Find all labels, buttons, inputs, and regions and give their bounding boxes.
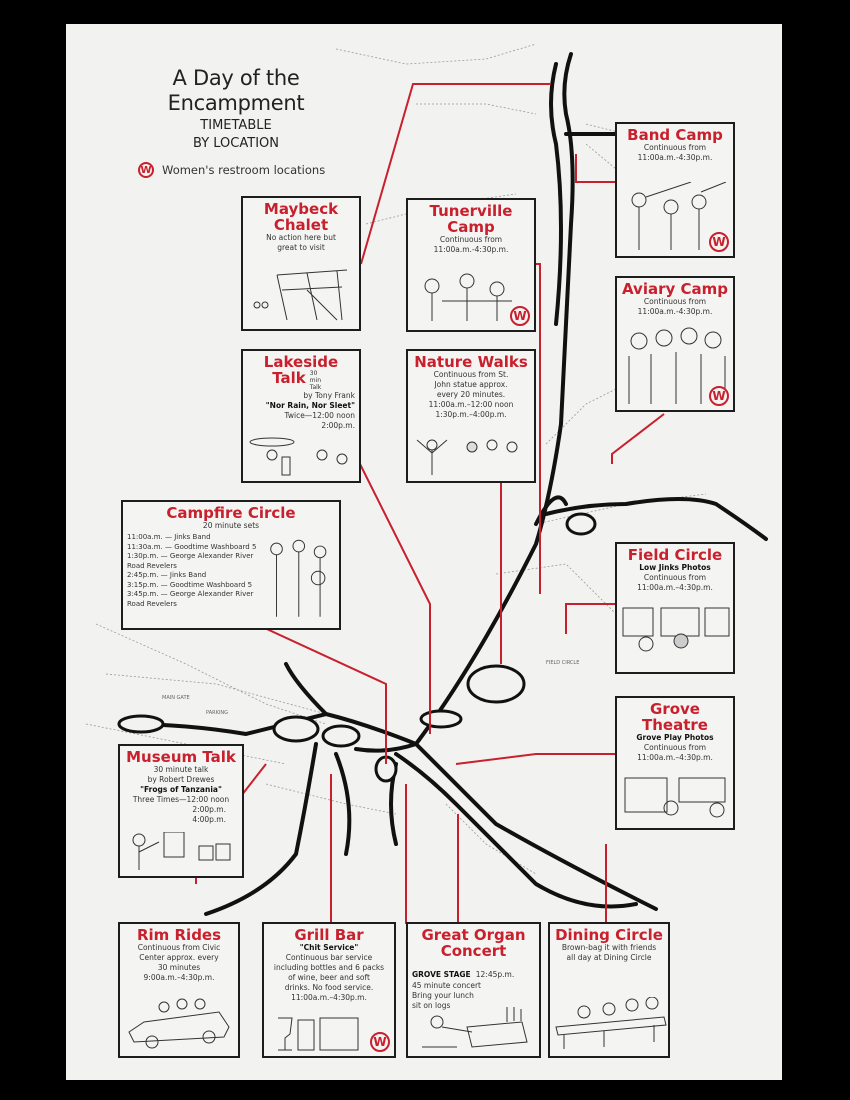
location-great-organ-concert[interactable]: Great Organ Concert GROVE STAGE 12:45p.m… (406, 922, 541, 1058)
location-title: Nature Walks (414, 353, 528, 371)
talk-length: 30 min Talk (309, 370, 322, 391)
location-nature-walks[interactable]: Nature Walks Continuous from St. John st… (406, 349, 536, 483)
title-line-1: A Day of the (172, 66, 300, 90)
svg-text:PARKING: PARKING (206, 710, 228, 716)
picnic-illustration-icon (555, 997, 667, 1049)
restroom-icon: W (709, 232, 729, 252)
location-title: Grove Theatre (642, 700, 708, 734)
speaker-illustration-icon (249, 437, 348, 476)
photo-viewers-illustration-icon (622, 607, 730, 652)
location-maybeck-chalet[interactable]: Maybeck Chalet No action here but great … (241, 196, 361, 331)
theatre-photos-illustration-icon (624, 777, 726, 818)
location-title: Band Camp (627, 126, 723, 144)
location-aviary-camp[interactable]: Aviary Camp Continuous from 11:00a.m.-4:… (615, 276, 735, 412)
location-title: Maybeck Chalet (263, 200, 339, 234)
restroom-icon: W (138, 162, 154, 178)
schedule-row: 3:45p.m. — George Alexander River Road R… (127, 590, 254, 608)
location-title: Tunerville Camp (429, 202, 513, 236)
location-title: Rim Rides (136, 926, 222, 944)
legend: W Women's restroom locations (138, 162, 325, 178)
location-tunerville-camp[interactable]: Tunerville Camp Continuous from 11:00a.m… (406, 198, 536, 332)
poster-title: A Day of the Encampment TIMETABLE BY LOC… (136, 66, 336, 152)
restroom-icon: W (370, 1032, 390, 1052)
schedule-row: 1:30p.m. — George Alexander River Road R… (127, 552, 254, 570)
hikers-illustration-icon (416, 439, 518, 475)
brass-band-illustration-icon (631, 182, 727, 250)
restroom-icon: W (709, 386, 729, 406)
location-dining-circle[interactable]: Dining Circle Brown-bag it with friends … (548, 922, 670, 1058)
location-title: Museum Talk (126, 748, 236, 766)
chalet-illustration-icon (253, 269, 348, 321)
location-title: Dining Circle (555, 926, 663, 944)
band-trio-illustration-icon (270, 539, 327, 617)
musicians-illustration-icon (424, 273, 512, 321)
schedule-row: 11:30a.m. — Goodtime Washboard 5 (127, 542, 257, 551)
connector-lines (195, 83, 665, 924)
map-text: MAIN GATE FIELD CIRCLE PARKING (162, 660, 579, 716)
campfire-schedule: 11:00a.m. — Jinks Band 11:30a.m. — Goodt… (127, 533, 256, 623)
location-campfire-circle[interactable]: Campfire Circle 20 minute sets 11:00a.m.… (121, 500, 341, 630)
location-rim-rides[interactable]: Rim Rides Continuous from Civic Center a… (118, 922, 240, 1058)
location-title: Campfire Circle (166, 504, 296, 522)
restroom-icon: W (510, 306, 530, 326)
location-grove-theatre[interactable]: Grove Theatre Grove Play Photos Continuo… (615, 696, 735, 830)
location-title: Lakeside (263, 353, 339, 371)
title-line-2: Encampment (167, 91, 305, 115)
location-title: Grill Bar (294, 926, 364, 944)
location-title: Field Circle (627, 546, 723, 564)
subtitle-line-1: TIMETABLE (200, 118, 272, 133)
location-title: Great Organ Concert (421, 926, 526, 960)
location-lakeside-talk[interactable]: Lakeside Talk 30 min Talk by Tony Frank … (241, 349, 361, 483)
tour-car-illustration-icon (128, 998, 230, 1049)
location-museum-talk[interactable]: Museum Talk 30 minute talk by Robert Dre… (118, 744, 244, 878)
svg-text:MAIN GATE: MAIN GATE (162, 695, 190, 701)
legend-label: Women's restroom locations (162, 163, 326, 177)
location-grill-bar[interactable]: Grill Bar "Chit Service" Continuous bar … (262, 922, 396, 1058)
poster: MAIN GATE FIELD CIRCLE PARKING A Day of … (66, 24, 782, 1080)
singers-illustration-icon (628, 327, 726, 404)
location-field-circle[interactable]: Field Circle Low Jinks Photos Continuous… (615, 542, 735, 674)
schedule-row: 11:00a.m. — Jinks Band (127, 533, 211, 541)
drinks-illustration-icon (278, 1017, 359, 1051)
location-title: Aviary Camp (621, 280, 728, 298)
schedule-row: 3:15p.m. — Goodtime Washboard 5 (127, 580, 253, 589)
subtitle-line-2: BY LOCATION (193, 136, 279, 151)
organist-illustration-icon (422, 1007, 528, 1048)
lecturer-illustration-icon (132, 832, 231, 870)
location-band-camp[interactable]: Band Camp Continuous from 11:00a.m.-4:30… (615, 122, 735, 258)
schedule-row: 2:45p.m. — Jinks Band (127, 571, 207, 579)
encampment-map: MAIN GATE FIELD CIRCLE PARKING (85, 43, 768, 924)
svg-text:FIELD CIRCLE: FIELD CIRCLE (546, 660, 579, 666)
